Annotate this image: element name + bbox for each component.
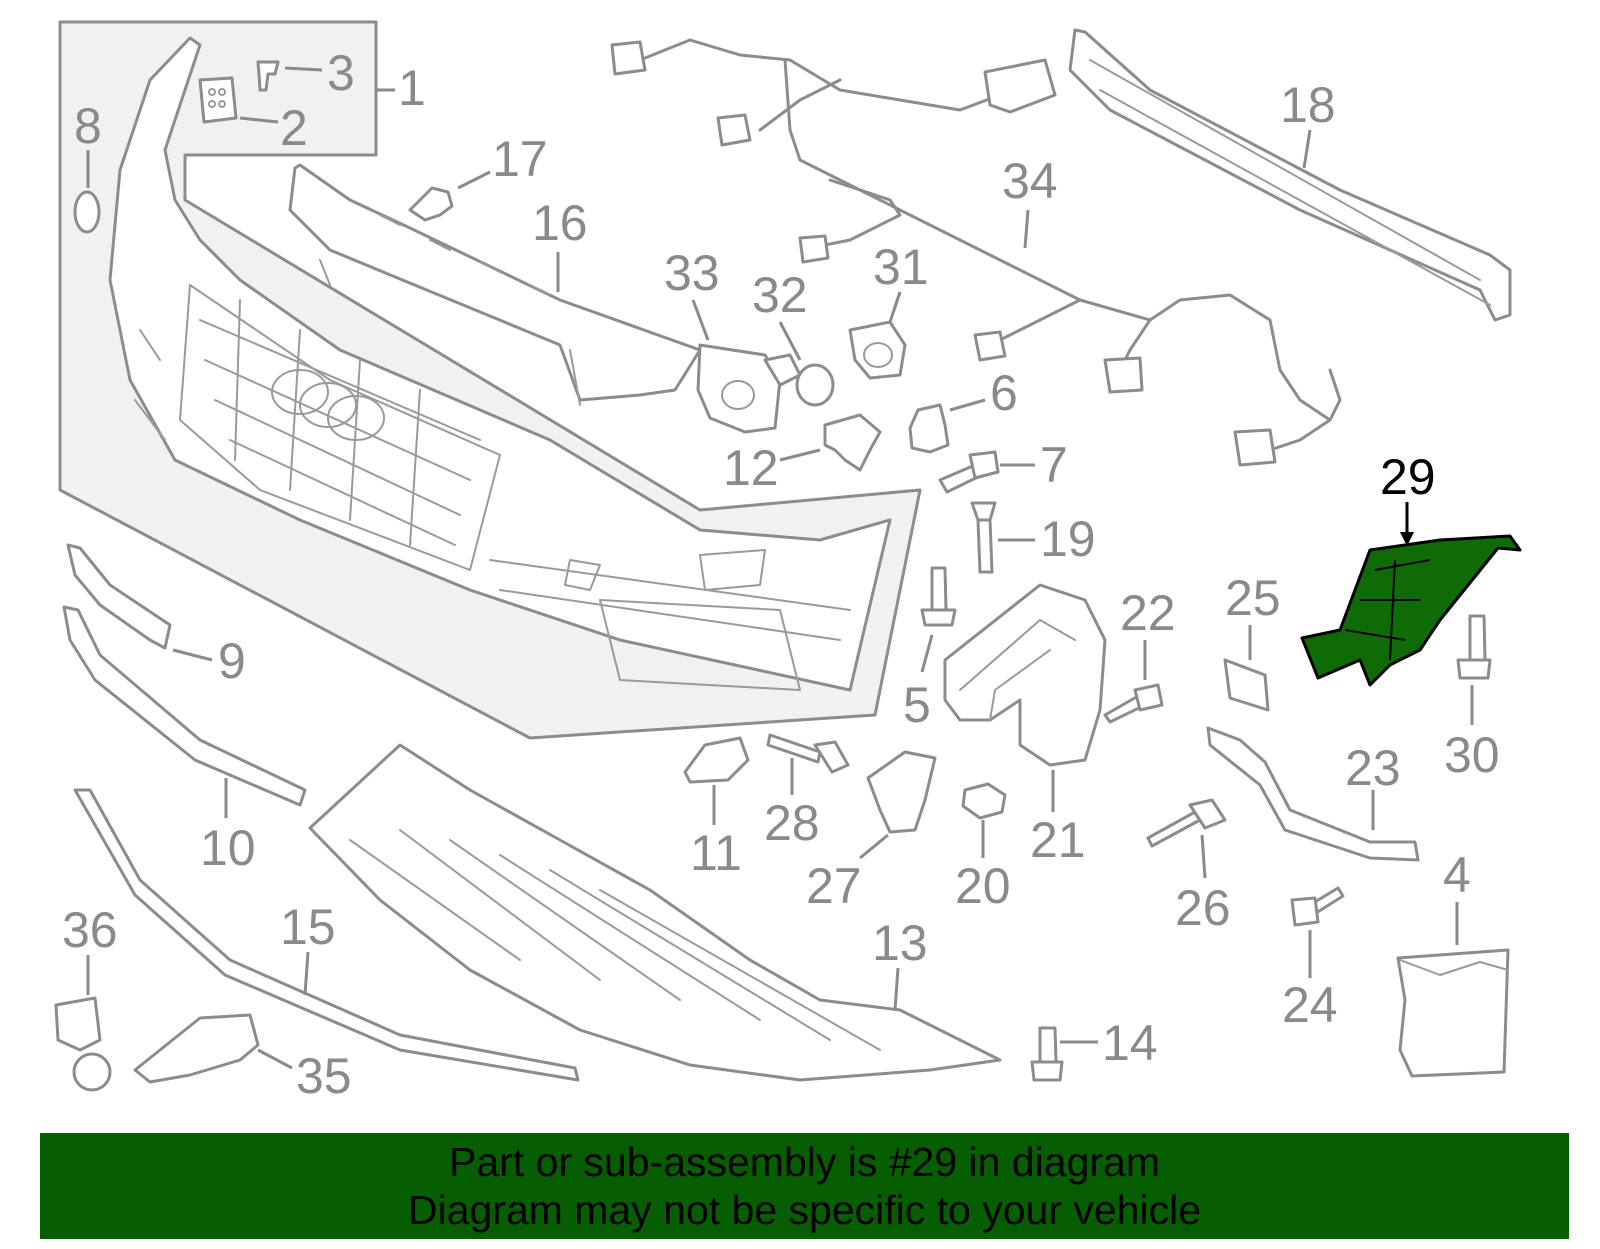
bracket-12 [823,413,882,472]
bolt-19 [970,501,997,522]
callout-10: 10 [200,820,256,876]
wiring-harness-34 [610,38,1342,467]
bracket-29 [1300,534,1522,687]
callout-12: 12 [723,440,779,496]
callout-19: 19 [1040,511,1096,567]
callout-31: 31 [873,239,929,295]
callout-16: 16 [532,195,588,251]
park-sensor-31 [848,320,907,380]
nut-20 [961,782,1007,820]
callout-1: 1 [398,60,426,116]
trim-strip-9 [66,543,172,650]
mounting-bracket-21 [943,583,1107,767]
spoiler-strip-15 [73,788,580,1082]
callout-4: 4 [1443,847,1471,903]
callout-33: 33 [664,245,720,301]
lower-trim-10 [62,605,307,807]
sensor-holder-36 [54,996,102,1052]
callout-28: 28 [764,795,820,851]
upper-bracket-16 [288,163,702,402]
bumper-cover-assembly [58,20,922,740]
callout-27: 27 [806,858,862,914]
callout-labels: 1 2 3 8 17 16 18 34 33 32 31 6 12 7 19 5… [62,45,1500,1104]
callout-8: 8 [74,98,102,154]
rivet-26 [1146,810,1202,848]
clip-nut-25 [1223,658,1270,712]
callout-2: 2 [280,100,308,156]
info-banner: Part or sub-assembly is #29 in diagram D… [40,1133,1569,1239]
callout-9: 9 [218,633,246,689]
callout-17: 17 [492,131,548,187]
callout-5: 5 [903,677,931,733]
callout-26: 26 [1175,880,1231,936]
highlighted-part-29 [1300,534,1522,687]
callout-15: 15 [280,899,336,955]
callout-20: 20 [955,858,1011,914]
callout-18: 18 [1280,77,1336,133]
cover-cap-11 [683,736,750,784]
callout-14: 14 [1102,1015,1158,1071]
bracket-23 [1206,726,1420,862]
callout-6: 6 [990,365,1018,421]
callout-3: 3 [327,45,355,101]
nut-6 [908,403,950,454]
callout-29: 29 [1380,449,1436,505]
callout-11: 11 [690,825,742,881]
callout-7: 7 [1040,437,1068,493]
callout-24: 24 [1282,977,1338,1033]
callout-34: 34 [1002,153,1058,209]
callout-25: 25 [1225,570,1281,626]
callout-30: 30 [1444,727,1500,783]
callout-35: 35 [296,1048,352,1104]
banner-line-2: Diagram may not be specific to your vehi… [407,1187,1201,1233]
clip-17 [408,186,454,222]
callout-22: 22 [1120,585,1176,641]
grommet-8 [73,190,101,234]
callout-13: 13 [872,915,928,971]
sensor-ring-32 [795,363,835,407]
bolt-5 [930,566,948,612]
callout-36: 36 [62,902,118,958]
callout-21: 21 [1030,812,1086,868]
banner-line-1: Part or sub-assembly is #29 in diagram [449,1139,1160,1185]
hardware-bag-4 [1396,948,1510,1078]
bracket-27 [866,750,937,834]
rivet-28 [766,733,822,764]
callout-32: 32 [752,267,808,323]
undercover-13 [308,743,1002,1082]
sensor-35 [133,1013,260,1084]
impact-bar-18 [1068,28,1512,322]
callout-23: 23 [1345,740,1401,796]
bolt-14 [1038,1026,1058,1064]
bolt-30 [1468,614,1487,662]
